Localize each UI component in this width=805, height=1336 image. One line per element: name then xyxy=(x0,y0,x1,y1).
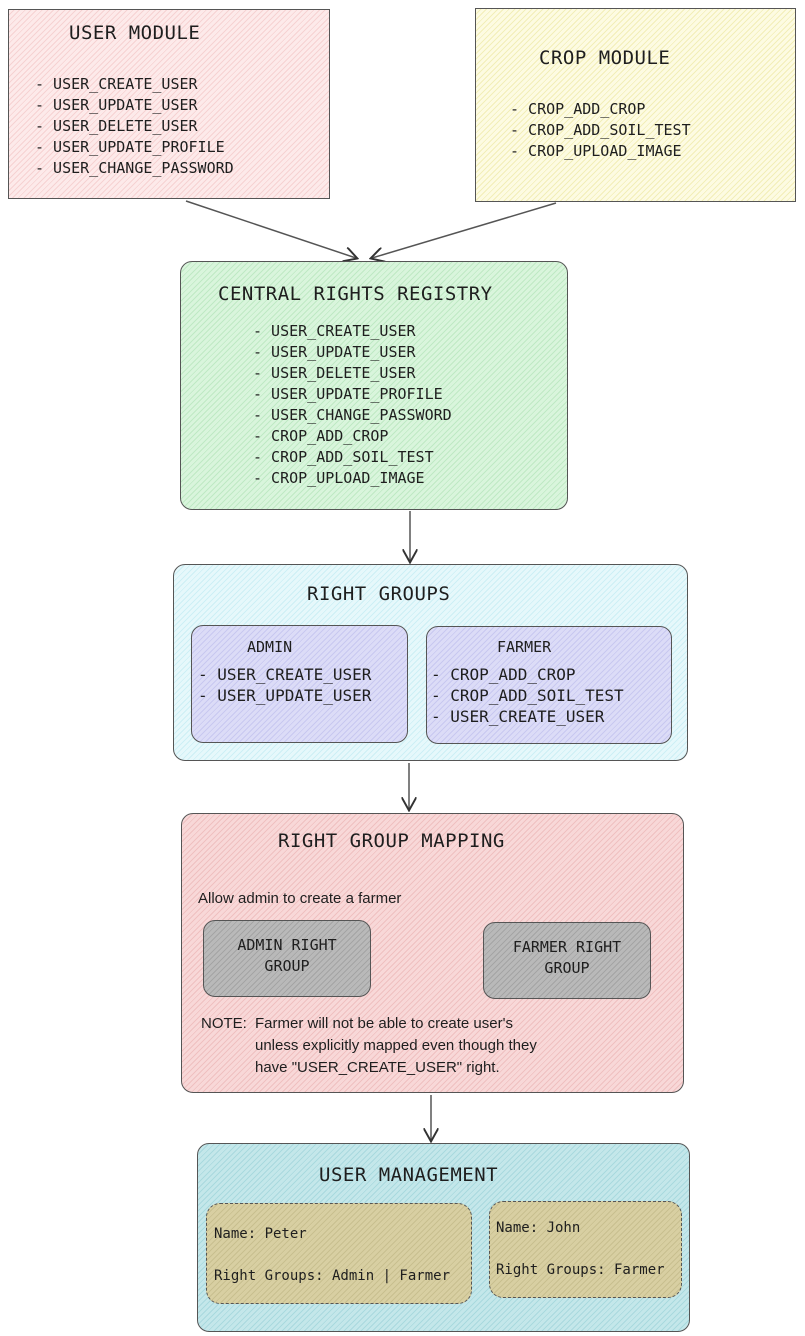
list-item: - USER_UPDATE_PROFILE xyxy=(35,138,225,156)
list-item: - USER_CREATE_USER xyxy=(253,322,416,340)
user-right-groups: Right Groups: Admin | Farmer xyxy=(214,1268,451,1284)
mapping-box: RIGHT GROUP MAPPING Allow admin to creat… xyxy=(181,813,684,1093)
arrow-user-to-registry xyxy=(185,200,356,258)
user-module-title: USER MODULE xyxy=(69,22,201,44)
farmer-group-title: FARMER xyxy=(497,638,552,656)
admin-right-group-line2: GROUP xyxy=(264,957,310,975)
user-card-john: Name: John Right Groups: Farmer xyxy=(489,1201,682,1298)
farmer-group-card: FARMER - CROP_ADD_CROP - CROP_ADD_SOIL_T… xyxy=(426,626,672,744)
central-registry-list: - USER_CREATE_USER - USER_UPDATE_USER - … xyxy=(253,321,452,489)
list-item: - USER_DELETE_USER xyxy=(253,364,416,382)
list-item: - USER_UPDATE_USER xyxy=(198,686,372,705)
crop-module-title: CROP MODULE xyxy=(539,47,671,69)
list-item: - CROP_ADD_CROP xyxy=(253,427,389,445)
list-item: - USER_CREATE_USER xyxy=(431,707,605,726)
list-item: - CROP_UPLOAD_IMAGE xyxy=(510,142,682,160)
note-label: NOTE: xyxy=(201,1015,247,1032)
user-card-peter: Name: Peter Right Groups: Admin | Farmer xyxy=(206,1203,472,1304)
admin-group-title: ADMIN xyxy=(247,638,293,656)
crop-module-list: - CROP_ADD_CROP - CROP_ADD_SOIL_TEST - C… xyxy=(510,99,691,162)
list-item: - CROP_ADD_CROP xyxy=(510,100,646,118)
user-module-box: USER MODULE - USER_CREATE_USER - USER_UP… xyxy=(8,9,330,199)
crop-module-box: CROP MODULE - CROP_ADD_CROP - CROP_ADD_S… xyxy=(475,8,796,202)
mapping-title: RIGHT GROUP MAPPING xyxy=(278,830,505,852)
right-groups-box: RIGHT GROUPS ADMIN - USER_CREATE_USER - … xyxy=(173,564,688,761)
list-item: - USER_CHANGE_PASSWORD xyxy=(253,406,452,424)
list-item: - USER_UPDATE_USER xyxy=(35,96,198,114)
farmer-right-group-line1: FARMER RIGHT xyxy=(512,938,622,956)
central-registry-box: CENTRAL RIGHTS REGISTRY - USER_CREATE_US… xyxy=(180,261,568,510)
farmer-right-group-node: FARMER RIGHT GROUP xyxy=(483,922,651,999)
user-management-title: USER MANAGEMENT xyxy=(319,1164,499,1186)
right-groups-title: RIGHT GROUPS xyxy=(307,583,451,605)
user-management-box: USER MANAGEMENT Name: Peter Right Groups… xyxy=(197,1143,690,1332)
list-item: - CROP_UPLOAD_IMAGE xyxy=(253,469,425,487)
admin-right-group-line1: ADMIN RIGHT xyxy=(237,936,337,954)
admin-group-list: - USER_CREATE_USER - USER_UPDATE_USER xyxy=(198,664,371,706)
list-item: - USER_CREATE_USER xyxy=(198,665,372,684)
admin-group-card: ADMIN - USER_CREATE_USER - USER_UPDATE_U… xyxy=(191,625,408,743)
list-item: - USER_CREATE_USER xyxy=(35,75,198,93)
note-line: unless explicitly mapped even though the… xyxy=(255,1037,537,1054)
list-item: - USER_UPDATE_USER xyxy=(253,343,416,361)
list-item: - CROP_ADD_SOIL_TEST xyxy=(253,448,434,466)
list-item: - CROP_ADD_CROP xyxy=(431,665,576,684)
note-line: Farmer will not be able to create user's xyxy=(255,1015,513,1032)
user-module-list: - USER_CREATE_USER - USER_UPDATE_USER - … xyxy=(35,74,234,179)
admin-right-group-node: ADMIN RIGHT GROUP xyxy=(203,920,371,997)
user-name: Name: John xyxy=(496,1220,581,1236)
mapping-description: Allow admin to create a farmer xyxy=(198,890,402,907)
list-item: - USER_UPDATE_PROFILE xyxy=(253,385,443,403)
farmer-right-group-line2: GROUP xyxy=(544,959,590,977)
arrow-crop-to-registry xyxy=(372,202,557,258)
list-item: - USER_DELETE_USER xyxy=(35,117,198,135)
note-line: have "USER_CREATE_USER" right. xyxy=(255,1059,500,1076)
list-item: - USER_CHANGE_PASSWORD xyxy=(35,159,234,177)
list-item: - CROP_ADD_SOIL_TEST xyxy=(431,686,624,705)
farmer-group-list: - CROP_ADD_CROP - CROP_ADD_SOIL_TEST - U… xyxy=(431,664,624,727)
user-name: Name: Peter xyxy=(214,1226,307,1242)
user-right-groups: Right Groups: Farmer xyxy=(496,1262,665,1278)
central-registry-title: CENTRAL RIGHTS REGISTRY xyxy=(218,283,493,305)
list-item: - CROP_ADD_SOIL_TEST xyxy=(510,121,691,139)
